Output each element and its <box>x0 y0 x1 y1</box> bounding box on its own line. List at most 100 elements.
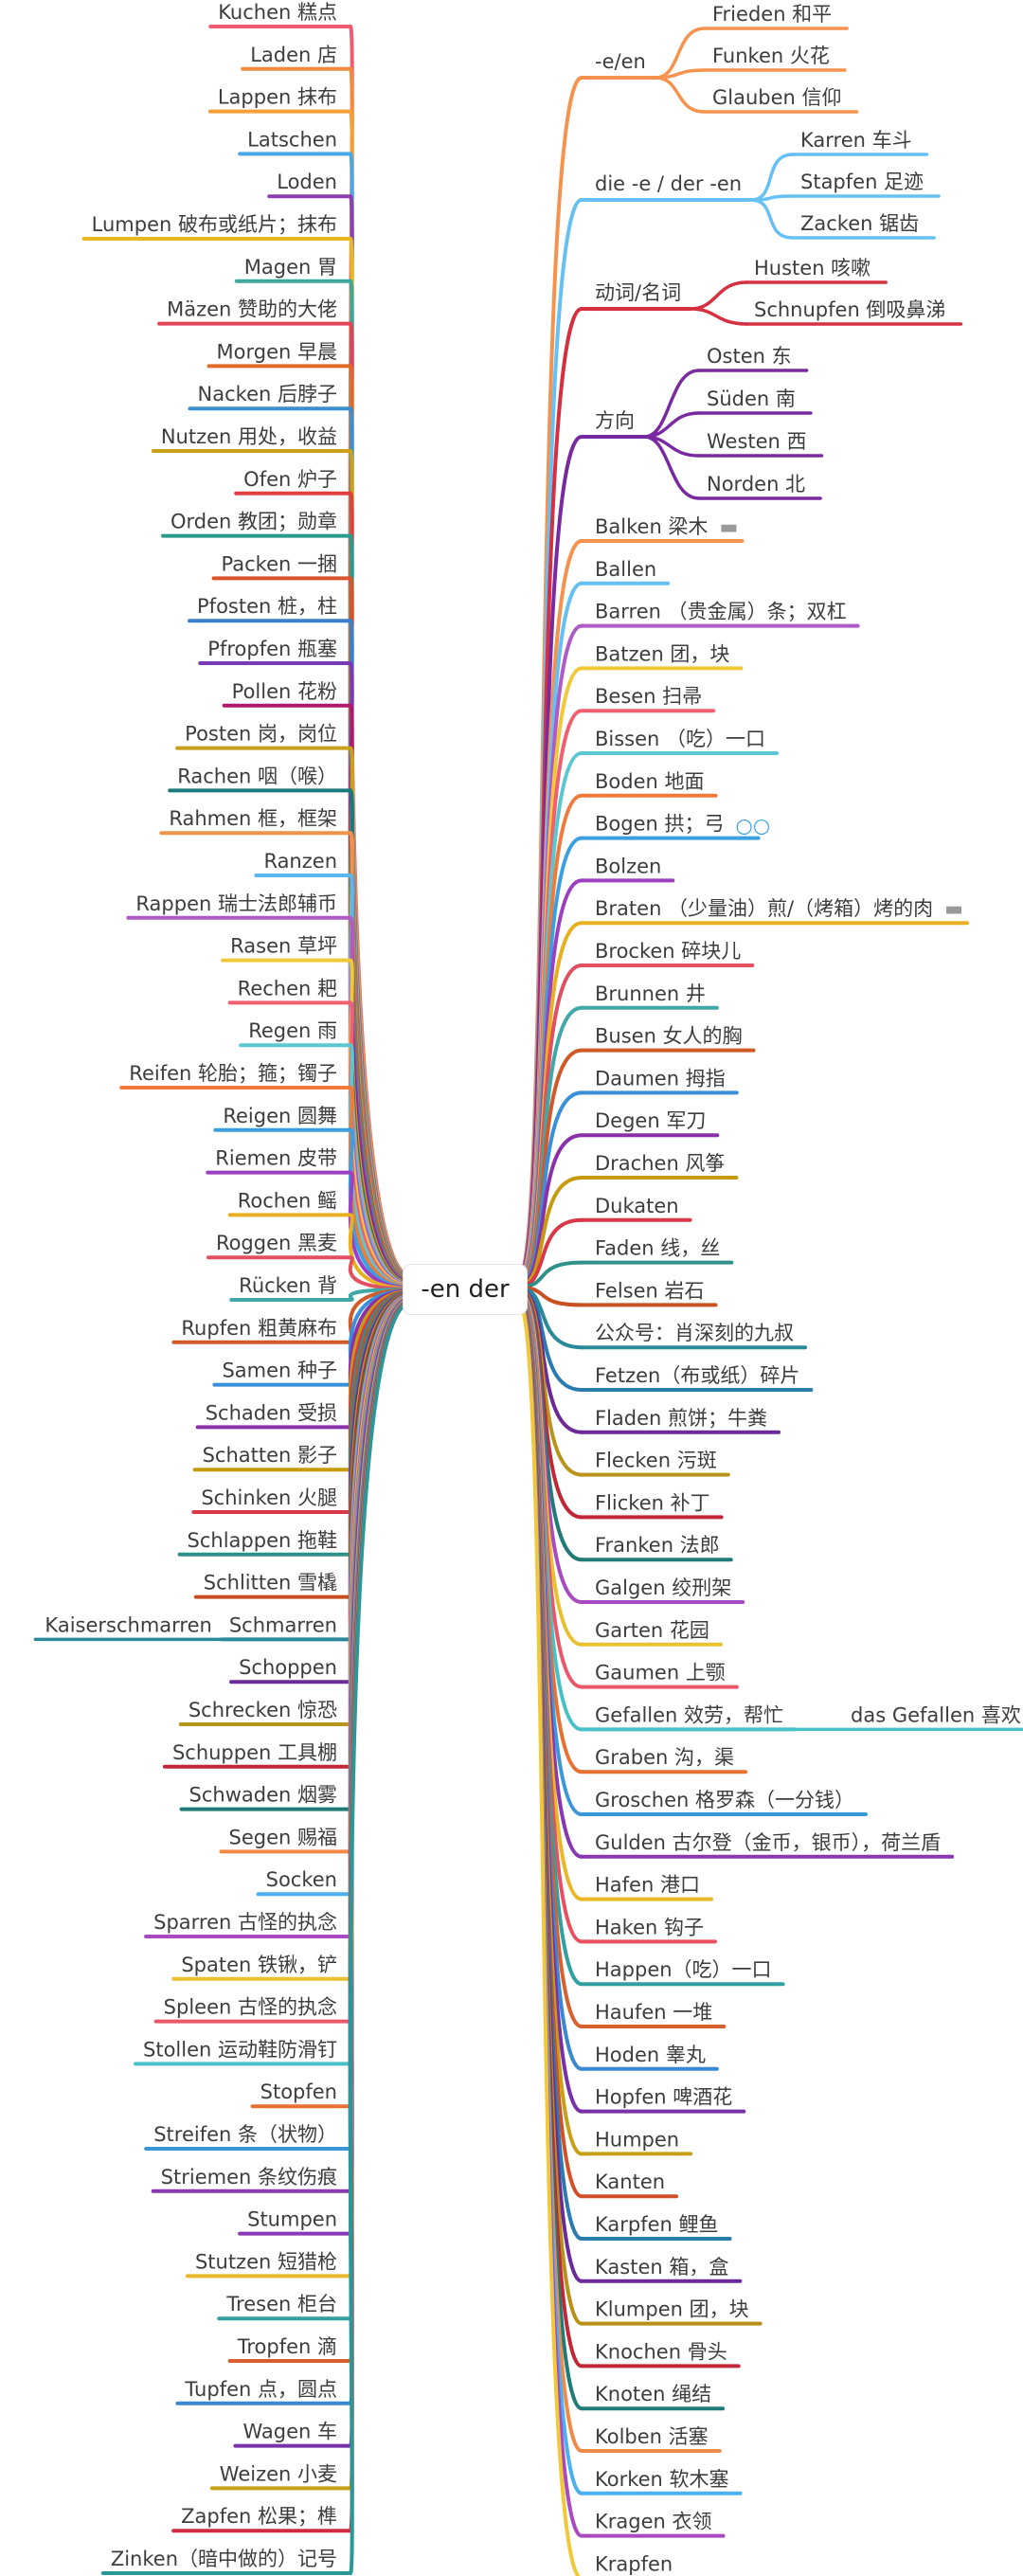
right-node-knochen[interactable]: Knochen 骨头 <box>595 2340 727 2363</box>
right-node-hoden[interactable]: Hoden 睾丸 <box>595 2044 706 2066</box>
left-node-stumpen[interactable]: Stumpen <box>247 2208 337 2231</box>
right-node-knoten[interactable]: Knoten 绳结 <box>595 2383 711 2405</box>
right-node-kasten[interactable]: Kasten 箱，盒 <box>595 2256 728 2279</box>
left-node-rasen[interactable]: Rasen 草坪 <box>230 935 337 958</box>
note-icon[interactable]: ▬ <box>719 515 738 538</box>
left-node-socken[interactable]: Socken <box>266 1868 337 1891</box>
left-node-ranzen[interactable]: Ranzen <box>263 850 337 873</box>
left-node-rochen[interactable]: Rochen 鳐 <box>238 1189 337 1212</box>
right-node-bissen[interactable]: Bissen （吃）一口 <box>595 728 765 750</box>
left-node-schuppen[interactable]: Schuppen 工具棚 <box>172 1741 337 1764</box>
left-node-rahmen[interactable]: Rahmen 框，框架 <box>169 807 337 830</box>
left-node-rücken[interactable]: Rücken 背 <box>239 1274 337 1297</box>
left-node-pollen[interactable]: Pollen 花粉 <box>232 680 337 703</box>
right-node-braten[interactable]: Braten （少量油）煎/（烤箱）烤的肉 <box>595 897 933 920</box>
right-node-balken[interactable]: Balken 梁木 <box>595 515 708 538</box>
left-node-zinken[interactable]: Zinken（暗中做的）记号 <box>111 2548 337 2570</box>
right-node-drachen[interactable]: Drachen 风筝 <box>595 1152 725 1175</box>
left-node-schinken[interactable]: Schinken 火腿 <box>201 1486 337 1509</box>
right-node-karpfen[interactable]: Karpfen 鲤鱼 <box>595 2213 719 2236</box>
right-child-osten[interactable]: Osten 东 <box>707 345 792 368</box>
left-node-schwaden[interactable]: Schwaden 烟雾 <box>189 1784 337 1807</box>
right-node-graben[interactable]: Graben 沟，渠 <box>595 1746 734 1769</box>
right-node-besen[interactable]: Besen 扫帚 <box>595 685 702 708</box>
right-node-ballen[interactable]: Ballen <box>595 558 656 581</box>
left-node-wagen[interactable]: Wagen 车 <box>242 2421 337 2443</box>
right-child-frieden[interactable]: Frieden 和平 <box>712 3 832 26</box>
right-node-galgen[interactable]: Galgen 绞刑架 <box>595 1576 731 1599</box>
left-node-schoppen[interactable]: Schoppen <box>239 1656 337 1679</box>
right-child-funken[interactable]: Funken 火花 <box>712 45 830 67</box>
root-node[interactable]: -en der <box>404 1265 527 1314</box>
left-node-packen[interactable]: Packen 一捆 <box>222 552 337 575</box>
left-node-pfropfen[interactable]: Pfropfen 瓶塞 <box>207 638 337 660</box>
right-group-die-e-der-en[interactable]: die -e / der -en <box>595 172 742 195</box>
left-node-loden[interactable]: Loden <box>277 171 337 193</box>
right-node-felsen[interactable]: Felsen 岩石 <box>595 1279 705 1302</box>
left-node-stutzen[interactable]: Stutzen 短猎枪 <box>195 2250 337 2273</box>
left-node-tresen[interactable]: Tresen 柜台 <box>225 2293 337 2315</box>
right-node-brunnen[interactable]: Brunnen 井 <box>595 982 706 1005</box>
right-group-e-en[interactable]: -e/en <box>595 50 646 73</box>
right-child-glauben[interactable]: Glauben 信仰 <box>712 86 842 109</box>
right-child-schnupfen[interactable]: Schnupfen 倒吸鼻涕 <box>754 298 945 321</box>
right-node-kolben[interactable]: Kolben 活塞 <box>595 2425 709 2448</box>
right-node-kragen[interactable]: Kragen 衣领 <box>595 2511 712 2533</box>
left-node-schrecken[interactable]: Schrecken 惊恐 <box>188 1699 337 1721</box>
left-node-schaden[interactable]: Schaden 受损 <box>206 1401 337 1424</box>
right-node-haufen[interactable]: Haufen 一堆 <box>595 2001 712 2024</box>
right-node-hopfen[interactable]: Hopfen 啤酒花 <box>595 2086 732 2109</box>
left-node-weizen[interactable]: Weizen 小麦 <box>220 2462 337 2485</box>
right-child-westen[interactable]: Westen 西 <box>707 430 807 453</box>
right-node-flecken[interactable]: Flecken 污斑 <box>595 1450 717 1472</box>
left-node-regen[interactable]: Regen 雨 <box>248 1019 337 1042</box>
collapsed-children-icon[interactable]: ○○ <box>736 815 771 838</box>
right-node-flicken[interactable]: Flicken 补丁 <box>595 1491 710 1514</box>
right-node-franken[interactable]: Franken 法郎 <box>595 1534 720 1557</box>
right-node-groschen[interactable]: Groschen 格罗森（一分钱） <box>595 1789 854 1811</box>
right-child-husten[interactable]: Husten 咳嗽 <box>754 257 870 279</box>
right-node-busen[interactable]: Busen 女人的胸 <box>595 1025 743 1048</box>
left-node-ofen[interactable]: Ofen 炉子 <box>243 468 337 491</box>
left-node-laden[interactable]: Laden 店 <box>250 44 337 66</box>
right-node-gulden[interactable]: Gulden 古尔登（金币，银币），荷兰盾 <box>595 1831 941 1854</box>
left-node-rachen[interactable]: Rachen 咽（喉） <box>177 765 337 787</box>
right-node-kanten[interactable]: Kanten <box>595 2171 665 2193</box>
left-node-stollen[interactable]: Stollen 运动鞋防滑钉 <box>143 2038 337 2061</box>
left-node-zapfen[interactable]: Zapfen 松果；榫 <box>181 2505 337 2528</box>
left-node-orden[interactable]: Orden 教团；勋章 <box>170 511 337 533</box>
right-node-humpen[interactable]: Humpen <box>595 2128 679 2151</box>
right-node-faden[interactable]: Faden 线，丝 <box>595 1237 720 1260</box>
left-node-latschen[interactable]: Latschen <box>247 128 337 151</box>
right-group-node[interactable]: 动词/名词 <box>595 281 681 304</box>
right-child-stapfen[interactable]: Stapfen 足迹 <box>800 171 924 193</box>
note-icon[interactable]: ▬ <box>944 897 963 920</box>
left-node-reigen[interactable]: Reigen 圆舞 <box>223 1105 337 1127</box>
left-node-magen[interactable]: Magen 胃 <box>244 256 337 279</box>
left-node-nacken[interactable]: Nacken 后脖子 <box>198 383 337 405</box>
right-node-dukaten[interactable]: Dukaten <box>595 1195 679 1217</box>
left-node-rechen[interactable]: Rechen 耙 <box>238 977 337 1000</box>
left-node-tupfen[interactable]: Tupfen 点，圆点 <box>184 2378 337 2401</box>
left-node-streifen[interactable]: Streifen 条（状物） <box>153 2123 337 2146</box>
left-node-reifen[interactable]: Reifen 轮胎；箍；镯子 <box>129 1062 337 1085</box>
left-node-schlitten[interactable]: Schlitten 雪橇 <box>204 1572 337 1594</box>
right-node-boden[interactable]: Boden 地面 <box>595 770 705 793</box>
right-node-degen[interactable]: Degen 军刀 <box>595 1109 706 1132</box>
right-node-node[interactable]: 公众号：肖深刻的九叔 <box>595 1322 794 1344</box>
left-node-nutzen[interactable]: Nutzen 用处，收益 <box>161 425 337 448</box>
right-node-garten[interactable]: Garten 花园 <box>595 1619 709 1642</box>
left-node-spleen[interactable]: Spleen 古怪的执念 <box>164 1996 337 2019</box>
left-node-segen[interactable]: Segen 赐福 <box>229 1826 338 1848</box>
right-node-gaumen[interactable]: Gaumen 上颚 <box>595 1662 726 1684</box>
left-node-lappen[interactable]: Lappen 抹布 <box>218 86 337 109</box>
right-child-zacken[interactable]: Zacken 锯齿 <box>800 212 919 235</box>
right-node-daumen[interactable]: Daumen 拇指 <box>595 1067 726 1090</box>
right-node-haken[interactable]: Haken 钩子 <box>595 1916 704 1938</box>
left-node-spaten[interactable]: Spaten 铁锹，铲 <box>181 1954 337 1976</box>
right-node-klumpen[interactable]: Klumpen 团，块 <box>595 2298 749 2321</box>
left-node-rappen[interactable]: Rappen 瑞士法郎辅币 <box>135 892 337 915</box>
right-node-brocken[interactable]: Brocken 碎块儿 <box>595 940 741 963</box>
right-child-süden[interactable]: Süden 南 <box>707 387 796 410</box>
right-group-node[interactable]: 方向 <box>595 409 635 432</box>
